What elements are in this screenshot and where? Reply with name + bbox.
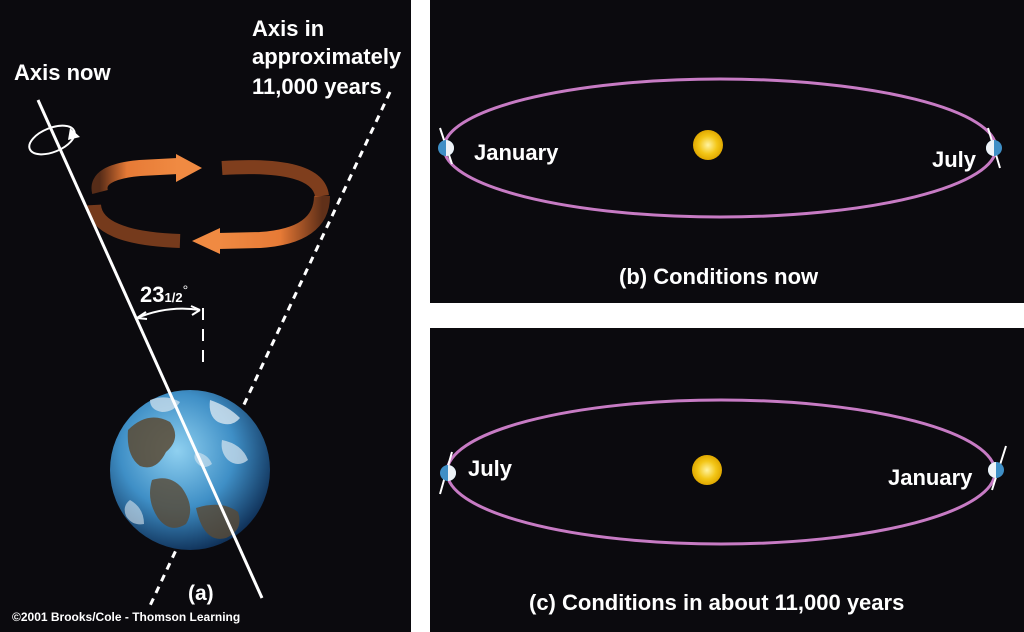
orbit-diagram-future (439, 398, 1007, 546)
precession-panel: Axis now Axis in approximately 11,000 ye… (0, 0, 411, 632)
current-axis-line (36, 99, 264, 599)
earth-right-icon (986, 127, 1002, 169)
future-axis-label-line1: Axis in (252, 16, 325, 41)
spin-indicator (28, 124, 76, 156)
precession-diagram (28, 91, 392, 611)
panel-a-caption: (a) (188, 582, 214, 605)
earth-right-icon (988, 445, 1007, 491)
future-axis-label-line2: approximately (252, 44, 402, 69)
future-axis-line (146, 91, 392, 611)
earth-globe (110, 390, 270, 550)
tilt-angle-label: 231/2° (140, 282, 189, 307)
panel-b-caption: (b) Conditions now (619, 264, 819, 289)
panel-c-caption: (c) Conditions in about 11,000 years (529, 590, 905, 615)
axis-now-label: Axis now (14, 60, 111, 85)
earth-left-icon (438, 127, 454, 165)
earth-left-icon (439, 451, 456, 495)
left-month-label: January (474, 140, 559, 165)
conditions-future-panel: July January (c) Conditions in about 11,… (430, 328, 1024, 632)
tilt-angle-arc (136, 307, 201, 319)
right-month-label: July (932, 147, 977, 172)
conditions-now-panel: January July (b) Conditions now (430, 0, 1024, 303)
right-month-label: January (888, 465, 973, 490)
sun (692, 455, 722, 485)
sun (693, 130, 723, 160)
precession-arrows (87, 154, 330, 254)
future-axis-label-line3: 11,000 years (252, 74, 382, 99)
orbit-diagram-now (438, 77, 1002, 219)
left-month-label: July (468, 456, 513, 481)
copyright-notice: ©2001 Brooks/Cole - Thomson Learning (12, 610, 241, 624)
